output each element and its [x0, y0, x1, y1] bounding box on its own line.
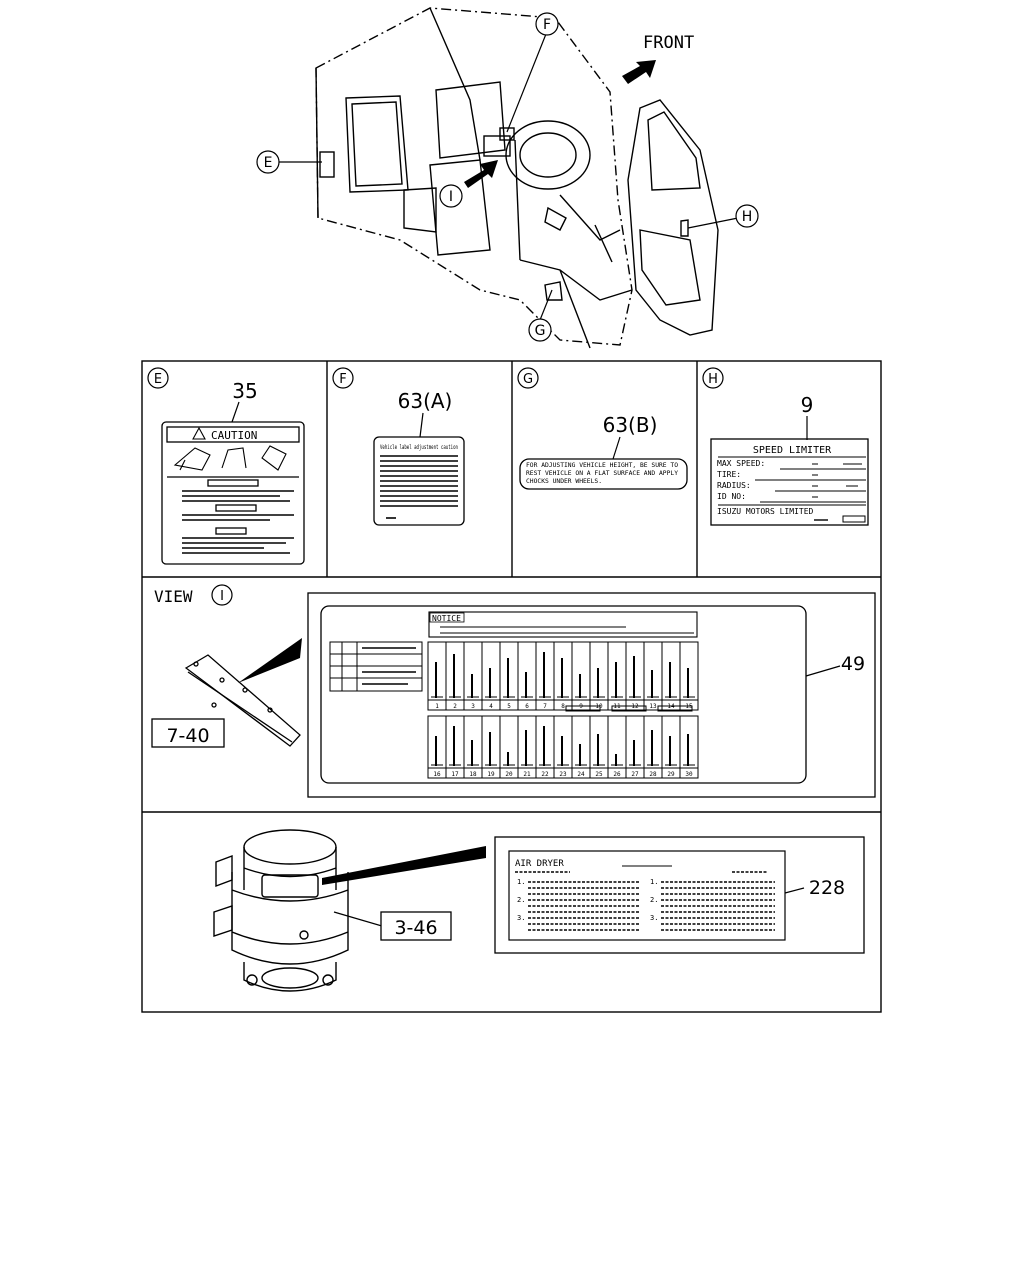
notice-column-number: 5 [507, 703, 511, 710]
notice-column-number: 20 [505, 771, 513, 778]
callout-e: E [256, 150, 280, 174]
panel-e-letter: E [154, 372, 162, 387]
panel-h-letter: H [708, 372, 718, 387]
notice-column-number: 24 [577, 771, 585, 778]
notice-column-number: 26 [613, 771, 621, 778]
notice-column-number: 7 [543, 703, 547, 710]
air-dryer-left-item-3: 3. [517, 914, 525, 922]
panel-air-dryer: 3-46 228 AIR DRYER 1. 2. 3. 1. 2. 3. [213, 829, 865, 992]
view-i-arrow-icon [464, 160, 498, 188]
caution-label [161, 421, 305, 565]
part-number-49: 49 [841, 653, 865, 675]
panel-f: F 63(A) Vehicle label adjustment caution [332, 367, 465, 526]
ref-part-7-40: 7-40 [166, 725, 209, 747]
panel-h: H 9 SPEED LIMITER MAX SPEED: TIRE: RADIU… [702, 367, 869, 526]
front-label: FRONT [643, 33, 694, 53]
callout-g: G [528, 318, 552, 342]
label-63b-line-3: CHOCKS UNDER WHEELS. [526, 478, 602, 485]
air-dryer-title: AIR DRYER [515, 859, 564, 869]
panel-g-letter: G [523, 372, 533, 387]
notice-side-table [329, 641, 423, 692]
warning-triangle-icon [192, 426, 206, 440]
panel-e: E 35 CAUTION [147, 367, 305, 565]
caution-pictograms [173, 445, 287, 471]
svg-text:H: H [742, 209, 753, 225]
air-dryer-right-item-2: 2. [650, 896, 658, 904]
callout-f: F [535, 12, 559, 36]
notice-column-number: 19 [487, 771, 495, 778]
ref-part-3-46: 3-46 [394, 917, 437, 939]
field-radius: RADIUS: [717, 481, 751, 490]
notice-column-number: 8 [561, 703, 565, 710]
field-id-no: ID NO: [717, 492, 746, 501]
notice-column-number: 28 [649, 771, 657, 778]
speed-limiter-field-lines [718, 463, 866, 506]
view-title: VIEW [154, 587, 193, 606]
front-arrow-icon [622, 60, 656, 84]
air-dryer-text-lines [515, 871, 775, 931]
trim-panel [184, 654, 301, 747]
panel-f-letter: F [339, 372, 346, 387]
notice-column-number: 25 [595, 771, 603, 778]
notice-column-number: 29 [667, 771, 675, 778]
top-leader-lines [279, 33, 739, 321]
caution-text-lines [182, 490, 294, 554]
part-number-9: 9 [801, 393, 814, 417]
notice-column-number: 17 [451, 771, 459, 778]
notice-column-number: 30 [685, 771, 693, 778]
air-dryer-left-item-1: 1. [517, 878, 525, 886]
notice-column-number: 21 [523, 771, 531, 778]
label-63a-text-lines [380, 455, 458, 519]
part-number-63b: 63(B) [603, 413, 658, 437]
notice-column-number: 18 [469, 771, 477, 778]
callout-h: H [735, 204, 759, 228]
label-63b-line-1: FOR ADJUSTING VEHICLE HEIGHT, BE SURE TO [526, 462, 678, 469]
notice-column-number: 27 [631, 771, 639, 778]
part-number-228: 228 [809, 877, 845, 899]
notice-column-number: 3 [471, 703, 475, 710]
speed-limiter-maker: ISUZU MOTORS LIMITED [717, 507, 814, 516]
notice-bar-grid-2 [427, 715, 699, 779]
notice-column-number: 6 [525, 703, 529, 710]
panel-view-i: VIEW I 7-40 49 NOTICE [151, 584, 876, 798]
view-letter: I [220, 589, 224, 604]
notice-column-number: 1 [435, 703, 439, 710]
panel-g: G 63(B) FOR ADJUSTING VEHICLE HEIGHT, BE… [517, 367, 688, 490]
air-dryer-pointer-icon [322, 846, 486, 885]
field-tire: TIRE: [717, 470, 741, 479]
field-max-speed: MAX SPEED: [717, 459, 765, 468]
notice-column-number: 22 [541, 771, 549, 778]
view-i-pointer-icon [238, 638, 302, 683]
speed-limiter-title: SPEED LIMITER [753, 445, 832, 456]
air-dryer-right-item-1: 1. [650, 878, 658, 886]
cab-illustration [315, 7, 719, 349]
air-dryer-unit [213, 829, 349, 992]
notice-column-number: 23 [559, 771, 567, 778]
notice-bar-grid-1 [427, 641, 699, 711]
svg-text:I: I [449, 189, 453, 205]
notice-column-number: 2 [453, 703, 457, 710]
part-number-35: 35 [232, 379, 257, 403]
notice-heading: NOTICE [432, 614, 461, 623]
label-63b-line-2: REST VEHICLE ON A FLAT SURFACE AND APPLY [526, 470, 678, 477]
part-number-63a: 63(A) [398, 389, 453, 413]
label-63a-heading: Vehicle label adjustment caution [380, 443, 458, 451]
callout-i: I [439, 184, 463, 208]
panel-grid [141, 360, 882, 1013]
notice-column-number: 4 [489, 703, 493, 710]
caution-heading: CAUTION [211, 429, 257, 442]
svg-text:E: E [264, 155, 273, 171]
svg-text:G: G [535, 323, 546, 339]
svg-text:F: F [543, 17, 551, 33]
air-dryer-left-item-2: 2. [517, 896, 525, 904]
notice-column-number: 16 [433, 771, 441, 778]
air-dryer-right-item-3: 3. [650, 914, 658, 922]
notice-column-number: 13 [649, 703, 657, 710]
